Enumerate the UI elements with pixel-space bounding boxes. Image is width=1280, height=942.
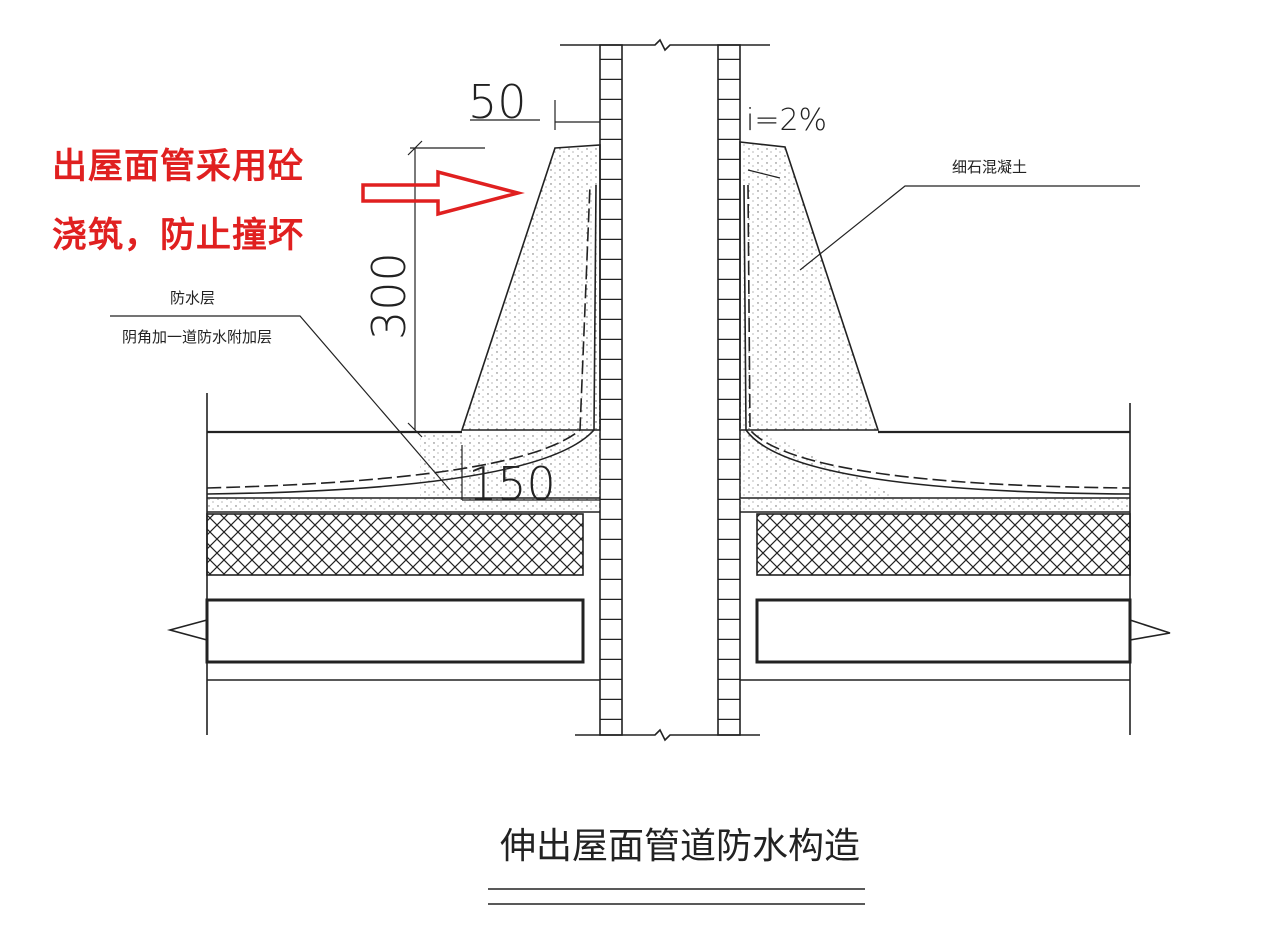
waterproof-layer-label: 防水层 <box>170 289 216 307</box>
dimension-lines <box>407 100 781 501</box>
dim-150: 150 <box>468 457 556 511</box>
drawing-title: 伸出屋面管道防水构造 <box>500 826 860 867</box>
concrete-collar-right <box>739 141 880 431</box>
dim-50: 50 <box>468 75 527 129</box>
annotation-line-1: 出屋面管采用砼 <box>52 147 305 187</box>
roof-layers-right <box>740 184 1171 735</box>
pipe-wall-left <box>599 44 623 736</box>
roof-layers-left <box>166 184 600 735</box>
corner-extra-layer-label: 阴角加一道防水附加层 <box>122 328 273 346</box>
dim-300: 300 <box>362 252 416 340</box>
fine-concrete-label: 细石混凝土 <box>952 158 1028 176</box>
concrete-collar-left <box>460 144 601 431</box>
pipe-wall-right <box>717 44 741 736</box>
red-arrow <box>361 169 525 217</box>
slope-label: i=2% <box>746 103 827 138</box>
annotation-line-2: 浇筑，防止撞坏 <box>52 216 305 256</box>
